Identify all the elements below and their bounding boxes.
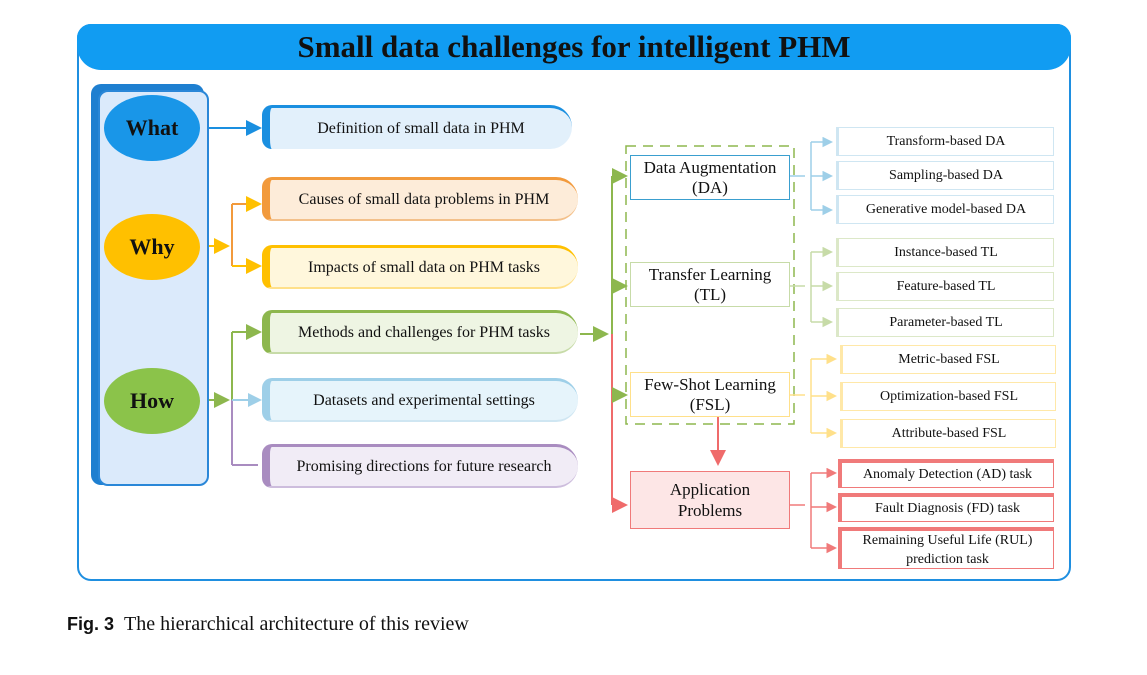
app-title-1: Application: [669, 480, 751, 499]
figure-number: Fig. 3: [67, 614, 115, 634]
causes-pill: Causes of small data problems in PHM: [262, 177, 578, 221]
fsl-item: Metric-based FSL: [840, 345, 1056, 374]
why-oval: Why: [104, 214, 200, 280]
application-item-rul: Remaining Useful Life (RUL) prediction t…: [838, 527, 1054, 569]
tl-title: Transfer Learning: [648, 264, 772, 284]
tl-item: Parameter-based TL: [836, 308, 1054, 337]
da-item: Generative model-based DA: [836, 195, 1054, 224]
data-augmentation-box: Data Augmentation (DA): [630, 155, 790, 200]
fsl-item: Optimization-based FSL: [840, 382, 1056, 411]
datasets-pill: Datasets and experimental settings: [262, 378, 578, 422]
da-title: Data Augmentation: [643, 157, 777, 177]
tl-item: Feature-based TL: [836, 272, 1054, 301]
fsl-title: Few-Shot Learning: [644, 374, 776, 394]
application-item: Fault Diagnosis (FD) task: [838, 493, 1054, 522]
methods-pill: Methods and challenges for PHM tasks: [262, 310, 578, 354]
transfer-learning-box: Transfer Learning (TL): [630, 262, 790, 307]
application-item: Anomaly Detection (AD) task: [838, 459, 1054, 488]
diagram-title: Small data challenges for intelligent PH…: [77, 24, 1071, 70]
directions-pill: Promising directions for future research: [262, 444, 578, 488]
app-title-2: Problems: [677, 501, 743, 520]
impacts-pill: Impacts of small data on PHM tasks: [262, 245, 578, 289]
caption-text: The hierarchical architecture of this re…: [124, 613, 469, 635]
da-item: Transform-based DA: [836, 127, 1054, 156]
few-shot-learning-box: Few-Shot Learning (FSL): [630, 372, 790, 417]
what-oval: What: [104, 95, 200, 161]
fsl-abbr: (FSL): [689, 394, 731, 414]
rul-line-2: prediction task: [906, 551, 989, 567]
da-item: Sampling-based DA: [836, 161, 1054, 190]
tl-item: Instance-based TL: [836, 238, 1054, 267]
definition-pill: Definition of small data in PHM: [262, 105, 572, 149]
tl-abbr: (TL): [693, 284, 727, 304]
fsl-item: Attribute-based FSL: [840, 419, 1056, 448]
da-abbr: (DA): [692, 177, 728, 197]
rul-line-1: Remaining Useful Life (RUL): [862, 532, 1033, 548]
figure-caption: Fig. 3 The hierarchical architecture of t…: [67, 613, 469, 636]
how-oval: How: [104, 368, 200, 434]
application-problems-box: Application Problems: [630, 471, 790, 529]
